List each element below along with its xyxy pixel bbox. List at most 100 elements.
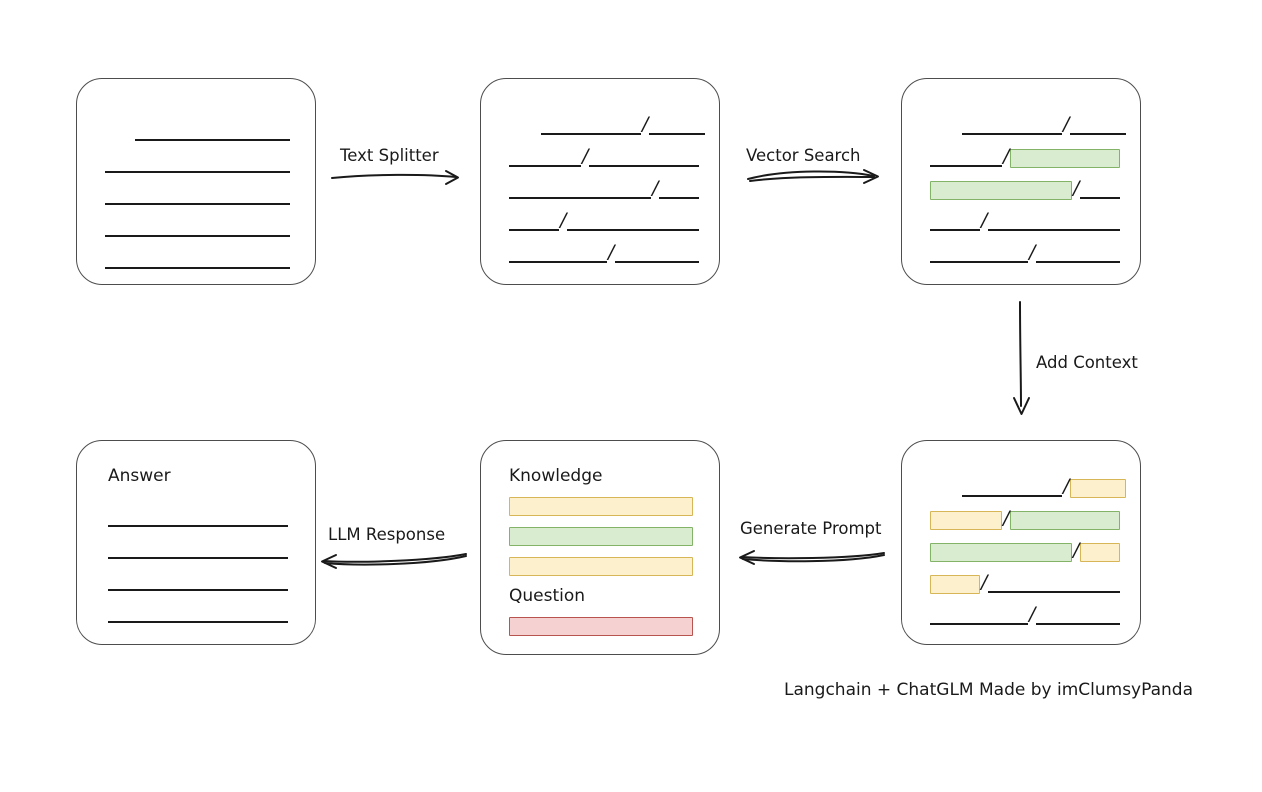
text-segment-plain (962, 479, 1062, 497)
text-line: / (930, 602, 1121, 625)
edge-label-generate-prompt: Generate Prompt (740, 519, 882, 538)
text-segment-plain (1036, 245, 1121, 263)
segment-separator-slash: / (560, 208, 567, 231)
answer-label: Answer (108, 466, 171, 486)
text-segment-plain (509, 149, 581, 167)
arrow-vector-search (747, 169, 879, 184)
text-segment-plain (105, 155, 290, 173)
edge-label-text-splitter: Text Splitter (340, 146, 439, 165)
text-segment-plain (649, 117, 706, 135)
text-line (105, 219, 290, 237)
text-segment-plain (135, 123, 290, 141)
segment-separator-slash: / (608, 240, 615, 263)
text-line (105, 155, 290, 173)
text-line: / (962, 476, 1127, 498)
text-segment-plain (108, 541, 288, 559)
text-line: / (930, 144, 1121, 168)
text-segment-plain (930, 213, 980, 231)
text-segment-plain (930, 245, 1028, 263)
arrow-text-splitter (331, 170, 459, 185)
segment-separator-slash: / (1073, 538, 1080, 561)
segment-separator-slash: / (981, 570, 988, 593)
text-segment-plain (108, 605, 288, 623)
text-line (135, 123, 290, 141)
text-segment-highlight-green (1010, 148, 1121, 168)
knowledge-label: Knowledge (509, 466, 603, 486)
diagram-caption: Langchain + ChatGLM Made by imClumsyPand… (784, 680, 1193, 700)
text-segment-plain (962, 117, 1062, 135)
segment-separator-slash: / (1073, 176, 1080, 199)
text-segment-highlight-yellow (1080, 542, 1121, 562)
text-line (105, 251, 290, 269)
segment-separator-slash: / (981, 208, 988, 231)
text-segment-highlight-yellow (1070, 478, 1127, 498)
text-line: / (930, 208, 1121, 231)
prompt-bar-yellow (509, 497, 693, 516)
text-segment-plain (589, 149, 700, 167)
prompt-box[interactable]: Knowledge Question (480, 440, 720, 655)
text-segment-plain (105, 219, 290, 237)
text-line: / (541, 112, 706, 135)
segment-separator-slash: / (652, 176, 659, 199)
prompt-bar-yellow (509, 557, 693, 576)
text-segment-plain (988, 575, 1121, 593)
text-segment-plain (105, 251, 290, 269)
segment-separator-slash: / (642, 112, 649, 135)
text-line: / (509, 240, 700, 263)
split-chunks-box[interactable]: / / / / / (480, 78, 720, 285)
text-segment-highlight-green (930, 180, 1072, 200)
arrow-add-context (1013, 301, 1030, 415)
text-line: / (509, 208, 700, 231)
text-segment-plain (105, 187, 290, 205)
text-segment-plain (615, 245, 700, 263)
text-line: / (930, 506, 1121, 530)
text-segment-plain (108, 573, 288, 591)
text-line: / (509, 176, 700, 199)
text-segment-plain (509, 213, 559, 231)
text-segment-highlight-yellow (930, 510, 1002, 530)
segment-separator-slash: / (1003, 144, 1010, 167)
text-line: / (930, 538, 1121, 562)
text-segment-highlight-green (1010, 510, 1121, 530)
text-segment-highlight-green (930, 542, 1072, 562)
segment-separator-slash: / (1029, 602, 1036, 625)
arrow-llm-response (321, 553, 467, 569)
question-label: Question (509, 586, 586, 606)
text-segment-plain (1080, 181, 1121, 199)
text-segment-plain (659, 181, 700, 199)
prompt-bar-green (509, 527, 693, 546)
text-line (108, 509, 288, 527)
text-line: / (930, 240, 1121, 263)
edge-label-vector-search: Vector Search (746, 146, 861, 165)
prompt-bar-red (509, 617, 693, 636)
text-line (108, 541, 288, 559)
text-line (105, 187, 290, 205)
answer-box[interactable]: Answer (76, 440, 316, 645)
text-segment-plain (1070, 117, 1127, 135)
segment-separator-slash: / (1029, 240, 1036, 263)
context-chunks-box[interactable]: / / / / / (901, 440, 1141, 645)
vector-matches-box[interactable]: / / / / / (901, 78, 1141, 285)
text-line: / (962, 112, 1127, 135)
text-line: / (930, 176, 1121, 200)
segment-separator-slash: / (1063, 112, 1070, 135)
segment-separator-slash: / (1003, 506, 1010, 529)
text-segment-plain (541, 117, 641, 135)
text-segment-plain (930, 607, 1028, 625)
segment-separator-slash: / (582, 144, 589, 167)
text-line: / (509, 144, 700, 167)
text-segment-plain (1036, 607, 1121, 625)
text-segment-plain (509, 181, 651, 199)
text-line (108, 605, 288, 623)
text-line (108, 573, 288, 591)
text-line: / (930, 570, 1121, 594)
edge-label-add-context: Add Context (1036, 353, 1138, 372)
source-document-box[interactable] (76, 78, 316, 285)
text-segment-plain (509, 245, 607, 263)
arrow-generate-prompt (739, 550, 885, 565)
text-segment-plain (567, 213, 700, 231)
text-segment-plain (108, 509, 288, 527)
edge-label-llm-response: LLM Response (328, 525, 446, 544)
text-segment-plain (930, 149, 1002, 167)
